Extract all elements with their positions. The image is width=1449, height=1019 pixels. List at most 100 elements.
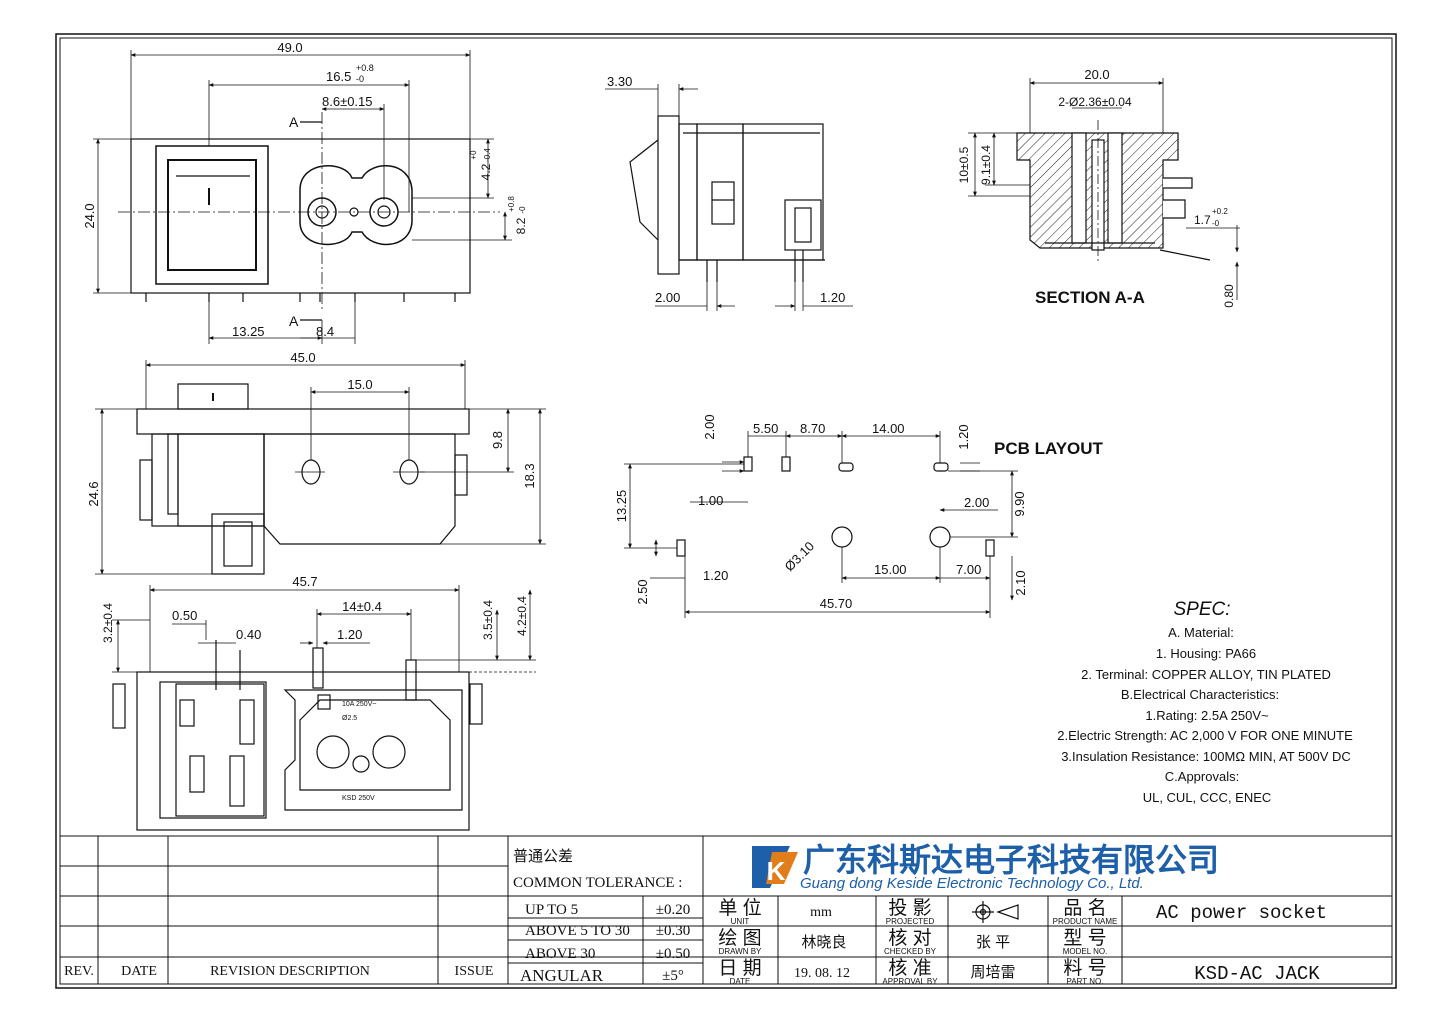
company-name-cn: 广东科斯达电子科技有限公司 — [803, 842, 1219, 878]
dim-switch-pitch: 16.5 — [326, 69, 351, 84]
dim-hole-dist-tol-low: -0 — [518, 206, 527, 214]
dim-pcb-1500: 15.00 — [874, 562, 907, 577]
dim-top-width: 45.0 — [290, 350, 315, 365]
spec-line: B.Electrical Characteristics: — [1121, 687, 1279, 702]
sheet-border — [55, 33, 1397, 989]
dim-pcb-550: 5.50 — [753, 421, 778, 436]
dim-bottom-pitch: 14±0.4 — [342, 599, 382, 614]
bottom-labels: 45.7 14±0.4 0.50 0.40 1.20 3.2±0.4 3.5±0… — [101, 574, 529, 802]
tolerance-row-value: ±0.50 — [656, 946, 690, 962]
section-view — [1016, 120, 1211, 262]
dim-switch-pitch-tol: +0.8 — [356, 63, 374, 73]
dim-pcb-1325: 13.25 — [614, 490, 629, 523]
spec-line: C.Approvals: — [1165, 769, 1239, 784]
issue-header: ISSUE — [455, 964, 494, 979]
company-logo-icon: K — [752, 846, 798, 888]
section-dimensions — [968, 78, 1240, 300]
date-header: DATE — [121, 964, 157, 979]
tolerance-title-cn: 普通公差 — [513, 848, 573, 865]
dim-pcb-990: 9.90 — [1012, 491, 1027, 516]
side-view — [629, 115, 825, 282]
dim-bottom-h1: 3.2±0.4 — [101, 603, 115, 643]
checked-cn: 核 对 — [888, 927, 931, 949]
tolerance-row-label: UP TO 5 — [525, 902, 578, 918]
date-value: 19. 08. 12 — [794, 966, 850, 981]
revision-description-header: REVISION DESCRIPTION — [210, 964, 370, 979]
tolerance-title-en: COMMON TOLERANCE : — [513, 875, 682, 891]
tolerance-table: 普通公差 COMMON TOLERANCE : UP TO 5 ±0.20 AB… — [513, 848, 690, 985]
dim-pcb-120a: 1.20 — [956, 424, 971, 449]
drawn-value: 林晓良 — [801, 934, 846, 951]
model-cn: 型 号 — [1063, 927, 1106, 949]
dim-pin-pitch: 8.6±0.15 — [322, 94, 373, 109]
dim-top-offset: 4.2 — [479, 163, 493, 180]
spec-line: UL, CUL, CCC, ENEC — [1143, 790, 1272, 805]
drawn-en: DRAWN BY — [719, 947, 762, 956]
spec-line: 2.Electric Strength: AC 2,000 V FOR ONE … — [1057, 728, 1353, 743]
dim-bottom-width: 45.7 — [292, 574, 317, 589]
dim-top-h2: 9.8 — [490, 431, 505, 449]
section-marker-bottom: A — [289, 313, 299, 329]
dim-hole-dist: 8.2 — [514, 217, 528, 234]
unit-value: mm — [810, 905, 832, 920]
dim-pcb-4570: 45.70 — [820, 596, 853, 611]
section-marker-top: A — [289, 114, 299, 130]
dim-pcb-120b: 1.20 — [703, 568, 728, 583]
tolerance-row-label: ABOVE 30 — [525, 946, 595, 962]
company-name-en: Guang dong Keside Electronic Technology … — [800, 875, 1144, 892]
dim-left-offset: 13.25 — [232, 324, 265, 339]
dim-section-width: 20.0 — [1084, 67, 1109, 82]
dim-section-lead-tol-low: -0 — [1212, 219, 1220, 228]
tolerance-row-value: ±5° — [662, 968, 684, 984]
bottom-mark-rating: 10A 250V~ — [342, 701, 376, 708]
dim-pin-left: 2.00 — [655, 290, 680, 305]
dim-top-offset-tol-low: -0.4 — [483, 148, 492, 162]
front-dimension-labels: 49.0 16.5 +0.8 -0 8.6±0.15 24.0 4.2 +0 -… — [82, 40, 528, 339]
product-en: PRODUCT NAME — [1053, 917, 1118, 926]
approval-en: APPROVAL BY — [882, 977, 938, 986]
company-banner: K 广东科斯达电子科技有限公司 Guang dong Keside Electr… — [752, 842, 1219, 892]
dim-flange: 3.30 — [607, 74, 632, 89]
pcb-dimensions — [624, 431, 1018, 618]
section-labels: 20.0 2-Ø2.36±0.04 10±0.5 9.1±0.4 1.7 +0.… — [957, 67, 1236, 308]
dim-section-thickness: 0.80 — [1222, 284, 1236, 308]
dim-pcb-210: 2.10 — [1013, 570, 1028, 595]
spec-line: 3.Insulation Resistance: 100MΩ MIN, AT 5… — [1061, 749, 1351, 764]
unit-en: UNIT — [731, 917, 750, 926]
dim-bottom-d3: 1.20 — [337, 627, 362, 642]
dim-pcb-250: 2.50 — [635, 579, 650, 604]
dim-pin-offset: 8.4 — [316, 324, 334, 339]
dim-top-pitch: 15.0 — [347, 377, 372, 392]
title-block-grid — [60, 835, 1392, 984]
projected-cn: 投 影 — [888, 897, 931, 919]
dim-bottom-d2: 0.40 — [236, 627, 261, 642]
tolerance-row-label: ABOVE 5 TO 30 — [525, 923, 630, 939]
tolerance-row-value: ±0.20 — [656, 902, 690, 918]
bottom-view — [112, 640, 483, 831]
part-value: KSD-AC JACK — [1194, 963, 1320, 985]
date-en: DATE — [730, 977, 751, 986]
spec-line: 2. Terminal: COPPER ALLOY, TIN PLATED — [1081, 667, 1331, 682]
dim-pcb-200b: 2.00 — [964, 495, 989, 510]
dim-pcb-100: 1.00 — [698, 493, 723, 508]
dim-section-lead: 1.7 — [1194, 213, 1211, 227]
dim-bottom-d1: 0.50 — [172, 608, 197, 623]
part-cn: 料 号 — [1063, 957, 1106, 979]
spec-line: 1. Housing: PA66 — [1156, 646, 1256, 661]
approval-value: 周培雷 — [970, 964, 1015, 981]
dim-top-h3: 18.3 — [522, 463, 537, 488]
dim-top-height: 24.6 — [86, 481, 101, 506]
projected-en: PROJECTED — [886, 917, 935, 926]
dim-bottom-h2: 3.5±0.4 — [481, 600, 495, 640]
dim-height-24: 24.0 — [82, 203, 97, 228]
drawn-cn: 绘 图 — [718, 927, 761, 949]
dim-section-inner-depth: 9.1±0.4 — [979, 145, 993, 185]
dim-section-depth: 10±0.5 — [957, 146, 971, 183]
front-view — [118, 112, 500, 321]
spec-line: A. Material: — [1168, 625, 1234, 640]
spec-block: SPEC: A. Material: 1. Housing: PA66 2. T… — [1057, 599, 1353, 805]
pcb-labels: PCB LAYOUT 2.00 5.50 8.70 14.00 1.20 1.0… — [614, 414, 1104, 611]
side-dimensions — [605, 84, 853, 311]
spec-title: SPEC: — [1173, 599, 1230, 620]
